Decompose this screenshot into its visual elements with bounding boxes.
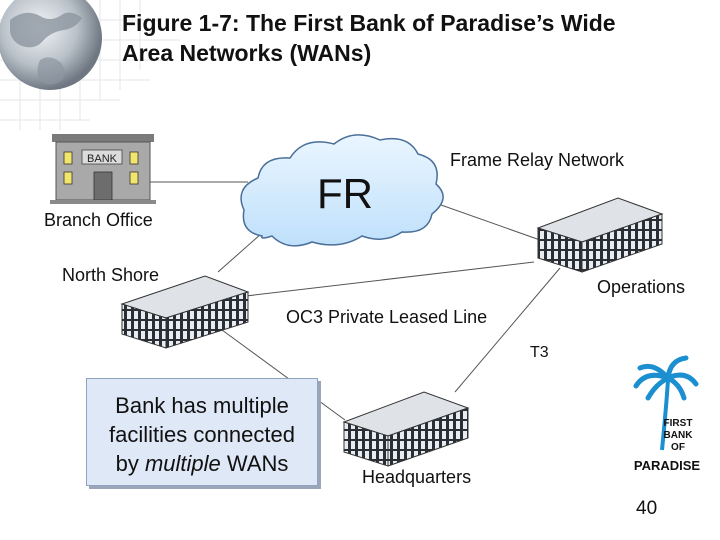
link-t3 (454, 267, 561, 393)
bank-building-icon: BANK (50, 134, 156, 204)
operations-label: Operations (597, 277, 686, 297)
branch-office-label: Branch Office (44, 210, 153, 230)
network-links (150, 181, 561, 421)
callout-line-3-suffix: WANs (220, 451, 289, 476)
callout-line-2: facilities connected (109, 422, 295, 447)
headquarters-building-icon (342, 391, 470, 467)
page-number: 40 (636, 498, 658, 519)
oc3-label: OC3 Private Leased Line (286, 307, 488, 327)
t3-label: T3 (530, 344, 549, 361)
link-oc3 (245, 261, 535, 297)
frame-relay-cloud-icon: FR (240, 134, 444, 247)
globe-icon (0, 0, 102, 90)
logo-bank: BANK (664, 430, 694, 441)
operations-building-icon (536, 197, 664, 273)
slide-title-line-1: Figure 1-7: The First Bank of Paradise’s… (122, 10, 616, 36)
logo-first: FIRST (664, 418, 693, 429)
callout-line-3: by multiple WANs (87, 449, 317, 478)
logo-of: OF (671, 442, 685, 453)
cloud-label: FR (317, 170, 373, 217)
callout-line-3-prefix: by (115, 451, 145, 476)
slide-title: Figure 1-7: The First Bank of Paradise’s… (122, 8, 712, 68)
bank-sign-text: BANK (87, 153, 118, 165)
first-bank-of-paradise-logo: FIRST BANK OF PARADISE (633, 355, 701, 473)
headquarters-label: Headquarters (362, 467, 472, 487)
slide-title-line-2: Area Networks (WANs) (122, 40, 372, 66)
north-shore-building-icon (120, 275, 250, 349)
logo-paradise: PARADISE (634, 458, 701, 473)
callout-line-3-emphasis: multiple (144, 451, 221, 476)
callout-line-1: Bank has multiple (115, 393, 289, 418)
callout-box: Bank has multiple facilities connected b… (86, 378, 318, 486)
link-northshore-to-hq (221, 329, 346, 421)
frame-relay-network-label: Frame Relay Network (450, 150, 625, 170)
north-shore-label: North Shore (62, 265, 160, 285)
